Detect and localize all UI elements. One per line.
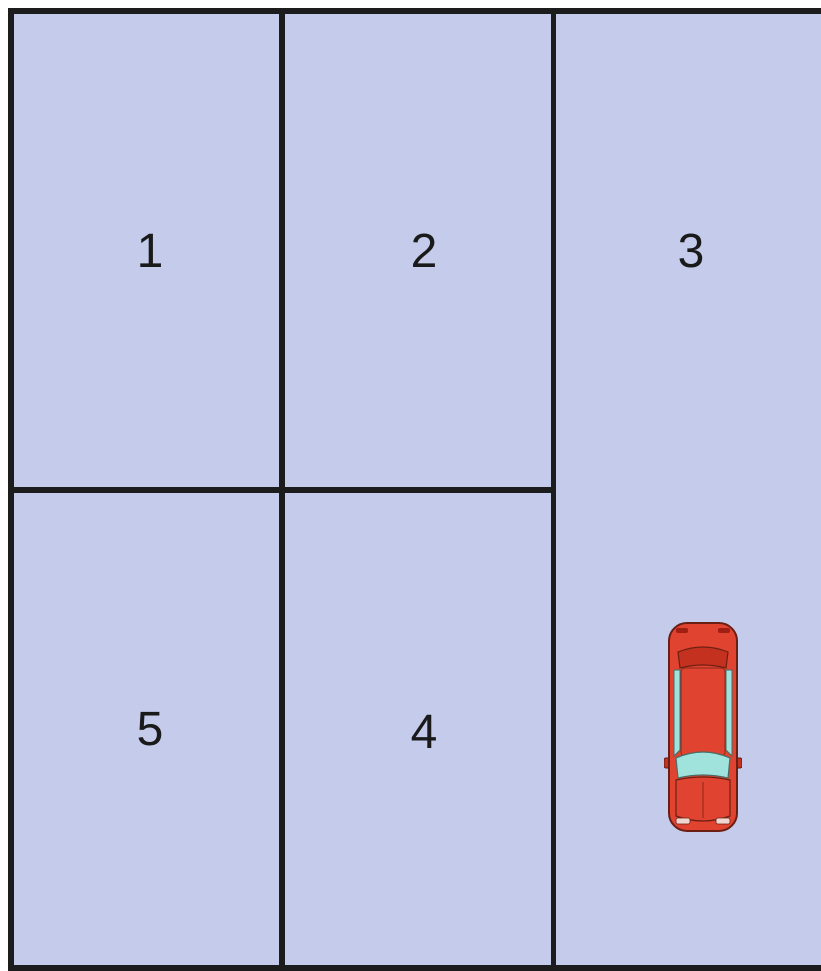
- wall-top: [8, 8, 821, 14]
- wall-horizontal-middle: [8, 487, 554, 493]
- zone-2: 2: [282, 12, 554, 490]
- zone-1-label: 1: [137, 228, 164, 276]
- zone-4: 4: [282, 490, 554, 967]
- zone-2-label: 2: [411, 228, 438, 276]
- zone-3-label: 3: [678, 228, 705, 276]
- wall-bottom: [8, 965, 821, 971]
- zone-5: 5: [12, 490, 282, 967]
- zone-5-label: 5: [137, 706, 164, 754]
- car-top-view-icon: [664, 620, 742, 834]
- zone-4-label: 4: [411, 709, 438, 757]
- zone-1: 1: [12, 12, 282, 490]
